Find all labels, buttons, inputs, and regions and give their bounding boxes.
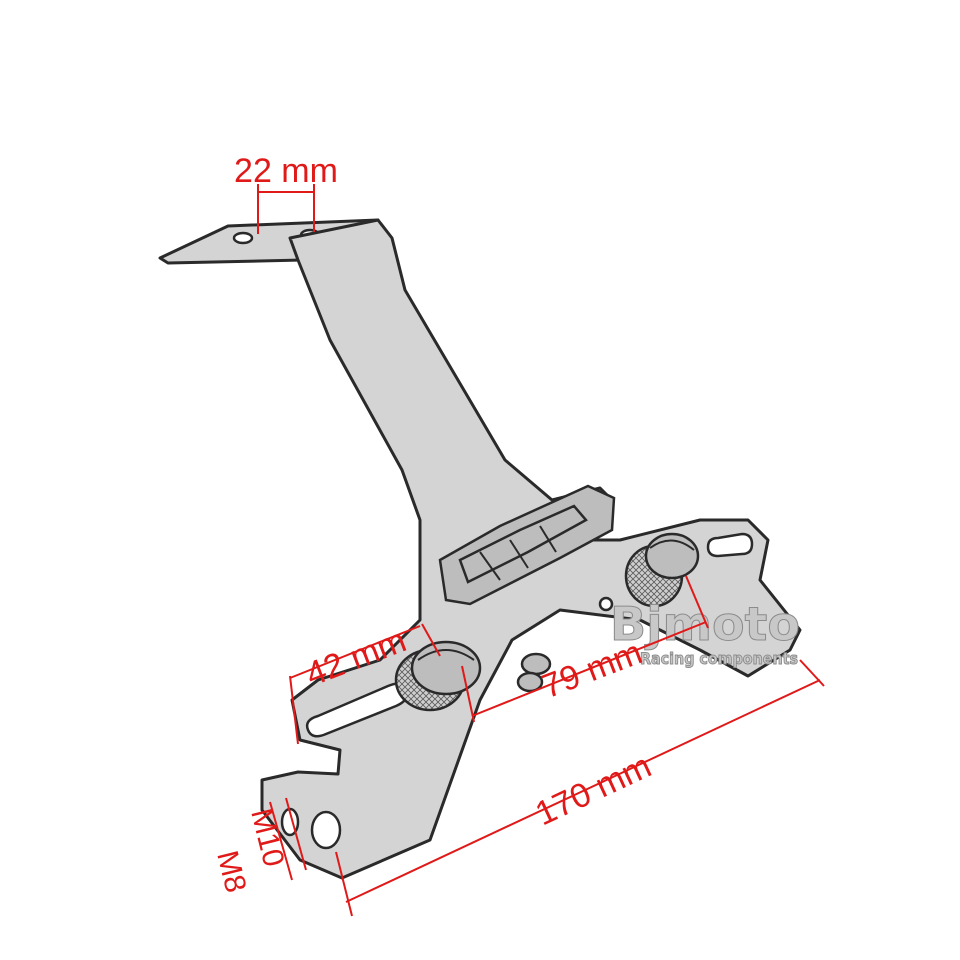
dim-m8-label: M8	[210, 847, 252, 895]
m10-hole	[310, 810, 342, 850]
license-plate-bracket	[158, 218, 802, 880]
right-slot	[706, 532, 754, 558]
right-bolt	[624, 532, 700, 608]
dimension-22mm: 22 mm	[234, 152, 338, 234]
license-light	[438, 484, 616, 606]
top-hole-left	[232, 231, 254, 245]
dim-79mm-label: 79 mm	[537, 633, 648, 706]
small-hole	[598, 596, 614, 612]
dim-22mm-label: 22 mm	[234, 152, 338, 190]
spring	[516, 652, 552, 693]
watermark-tagline: Racing components	[640, 649, 798, 668]
dim-170mm-label: 170 mm	[530, 747, 657, 833]
brand-watermark: Bjmoto Racing components	[610, 597, 801, 669]
watermark-brand: Bjmoto	[610, 597, 800, 651]
